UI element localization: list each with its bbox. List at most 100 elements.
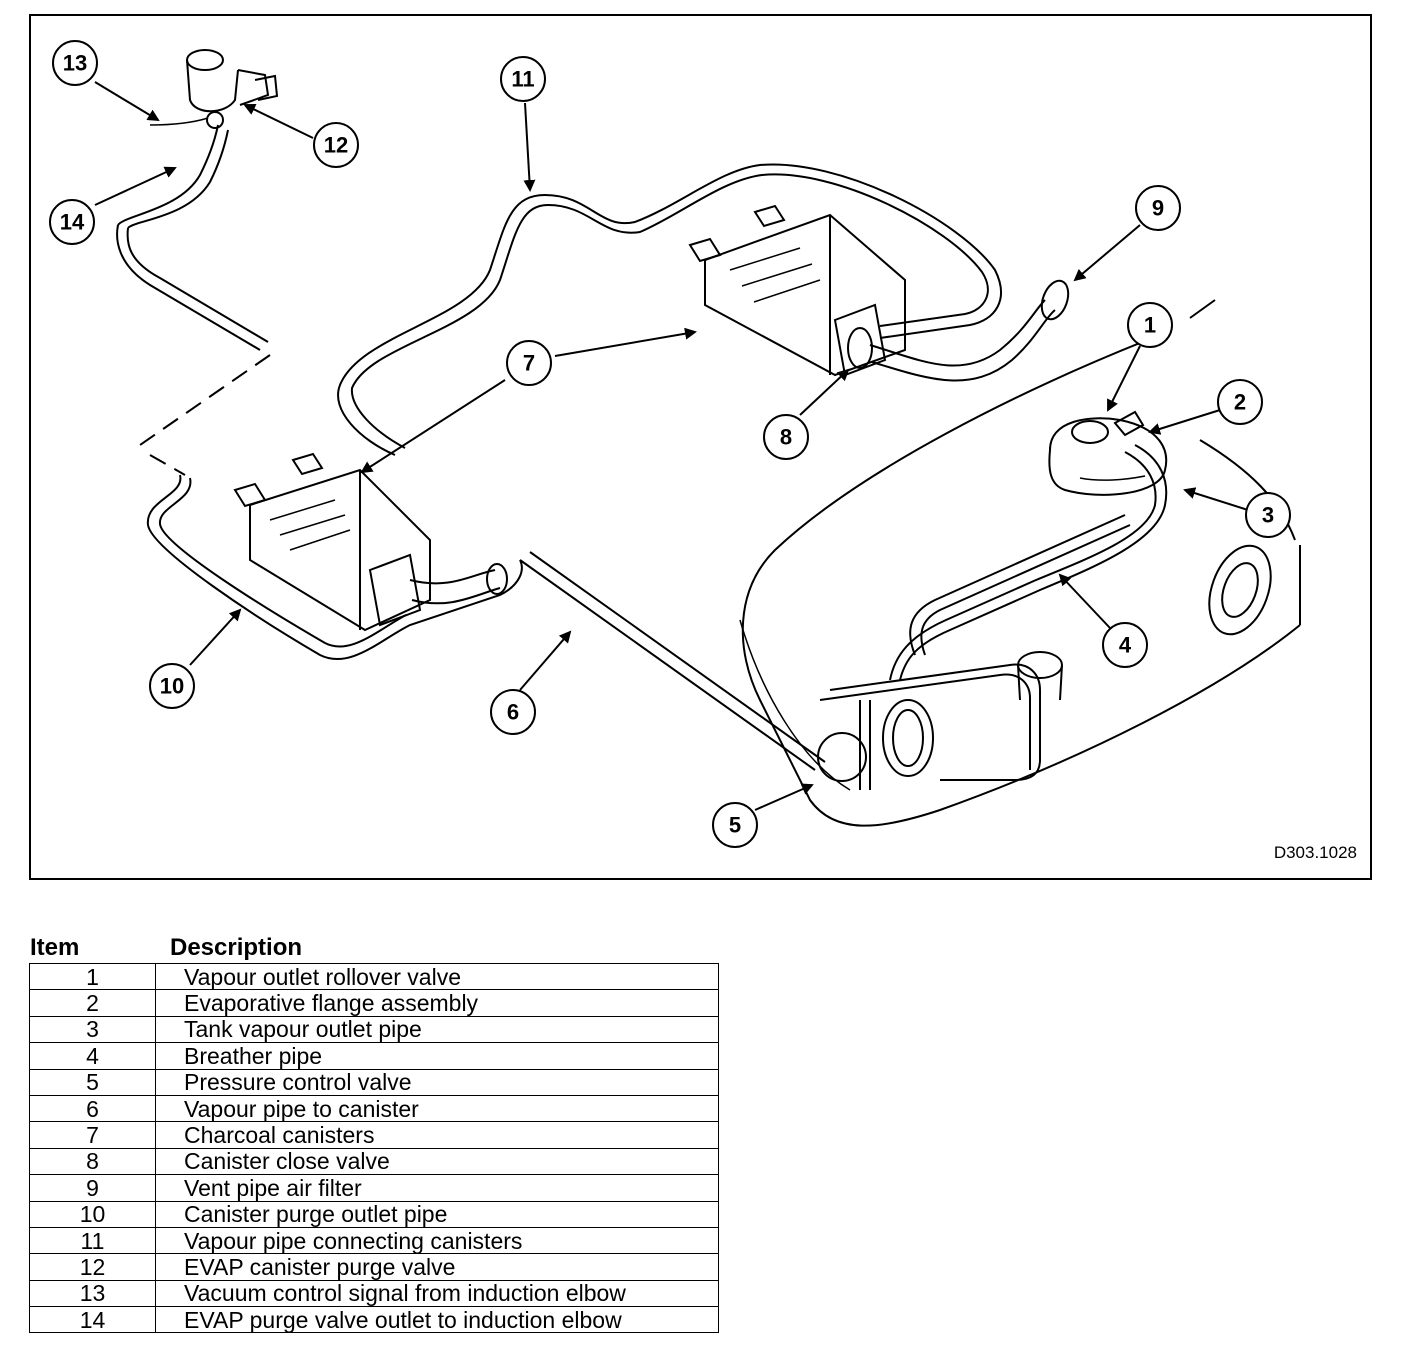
legend-item-number: 4 [29,1042,156,1070]
callout-14-arrow [94,166,177,206]
callout-3-arrow [1183,487,1249,511]
canister-purge-outlet-pipe [146,474,523,661]
vapour-pipe-connecting-canisters [337,163,1002,456]
callout-2-arrow [1148,409,1221,435]
callout-13: 13 [52,40,98,86]
fuel-tank [741,299,1301,827]
callout-6: 6 [490,689,536,735]
legend-item-number: 2 [29,989,156,1017]
callout-8: 8 [763,414,809,460]
callout-10-arrow [189,608,242,666]
callout-7b-arrow [360,379,506,474]
legend-item-description: Breather pipe [155,1042,719,1070]
callout-2: 2 [1217,379,1263,425]
svg-text:2: 2 [1234,390,1246,415]
svg-text:5: 5 [729,813,741,838]
callout-5: 5 [712,802,758,848]
legend-item-description: Vapour pipe to canister [155,1094,719,1123]
legend-item-number: 7 [29,1121,156,1149]
callout-10: 10 [149,663,195,709]
callout-12: 12 [313,122,359,168]
legend-item-description: Vapour outlet rollover valve [155,962,719,991]
callout-4-arrow [1058,573,1111,629]
evap-system-diagram: 1 2 3 4 5 6 7 8 9 10 11 12 13 14 D303.10… [49,40,1357,862]
tank-vapour-outlet-pipe [899,444,1168,681]
callout-11-arrow [523,102,536,192]
legend-item-description: Canister close valve [155,1147,719,1176]
legend-item-description: Tank vapour outlet pipe [155,1015,719,1044]
legend-item-description: Vacuum control signal from induction elb… [155,1279,719,1308]
legend-item-description: Vent pipe air filter [155,1174,719,1202]
svg-text:14: 14 [60,210,85,235]
svg-text:9: 9 [1152,196,1164,221]
legend-description-header: Description [170,934,303,961]
legend-item-header: Item [30,934,80,961]
callout-3: 3 [1245,492,1291,538]
callout-14: 14 [49,199,95,245]
figure-reference-code: D303.1028 [1274,843,1357,862]
legend-item-number: 5 [29,1068,156,1096]
legend-item-number: 10 [29,1200,156,1228]
svg-text:3: 3 [1262,503,1274,528]
callout-6-arrow [519,630,572,691]
rollover-valve [1048,417,1168,496]
legend-item-number: 12 [29,1253,156,1281]
callout-1: 1 [1127,302,1173,348]
svg-text:1: 1 [1144,313,1156,338]
charcoal-canister-right [688,204,1070,382]
breather-pipe [909,514,1126,656]
callout-9: 9 [1135,185,1181,231]
svg-text:8: 8 [780,425,792,450]
svg-text:6: 6 [507,700,519,725]
vent-pipe-air-filter [1040,279,1070,321]
callout-1-arrow [1107,345,1141,412]
legend-item-description: Charcoal canisters [155,1121,719,1149]
legend-item-number: 14 [29,1306,156,1334]
legend-item-number: 8 [29,1147,156,1176]
svg-text:13: 13 [63,51,87,76]
diagram-frame [29,14,1372,880]
legend-item-description: Pressure control valve [155,1068,719,1096]
legend-item-number: 1 [29,962,156,991]
svg-text:10: 10 [160,674,184,699]
svg-text:12: 12 [324,133,348,158]
vapour-pipe-to-canister [519,559,816,771]
charcoal-canister-left [233,452,508,632]
callout-13-arrow [94,81,160,122]
legend-item-number: 6 [29,1094,156,1123]
legend-item-description: Canister purge outlet pipe [155,1200,719,1228]
legend-item-number: 3 [29,1015,156,1044]
callout-4: 4 [1102,622,1148,668]
callout-5-arrow [754,783,814,811]
legend-item-number: 9 [29,1174,156,1202]
svg-text:4: 4 [1119,633,1132,658]
legend-item-description: EVAP purge valve outlet to induction elb… [155,1306,719,1334]
pipe-loop [829,663,1041,781]
callout-8-arrow [799,368,850,416]
pressure-control-valve [817,732,867,782]
svg-text:7: 7 [523,351,535,376]
callout-7a-arrow [554,327,697,357]
callout-11: 11 [500,56,546,102]
callout-9-arrow [1073,224,1141,282]
evaporative-flange [1113,410,1145,437]
legend-item-number: 11 [29,1226,156,1255]
legend-item-description: Vapour pipe connecting canisters [155,1226,719,1255]
evap-canister-purge-valve [149,49,279,129]
legend-item-number: 13 [29,1279,156,1308]
